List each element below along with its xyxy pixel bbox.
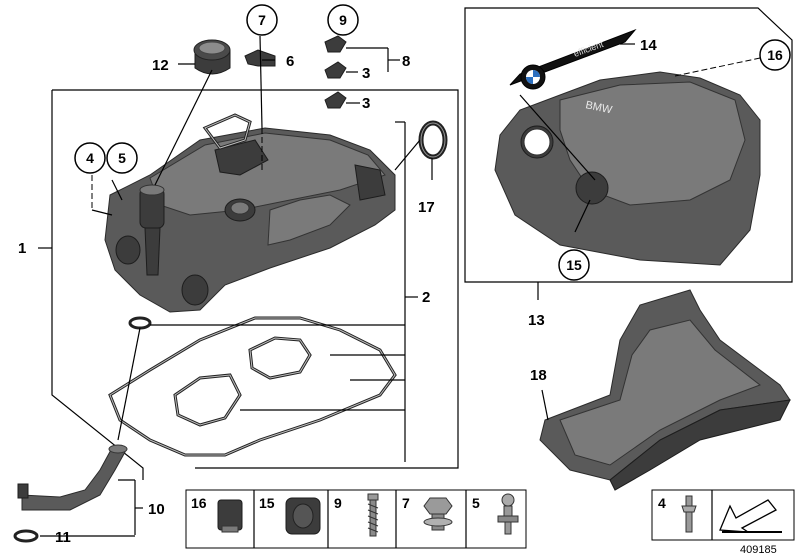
breather-hose <box>17 444 128 511</box>
o-ring <box>128 316 152 330</box>
heat-shield-18 <box>539 289 791 491</box>
leader-lines <box>38 35 761 537</box>
clip-9 <box>324 35 347 53</box>
rubber-mount-icon <box>285 497 321 535</box>
callout-13: 13 <box>528 312 545 329</box>
callout-14: 14 <box>640 37 657 54</box>
legend-label-7: 7 <box>402 495 410 511</box>
oil-filler-cap <box>193 39 231 75</box>
screw-icon <box>367 493 379 537</box>
reference-arrow-icon <box>719 499 782 533</box>
hex-bolt-icon <box>423 497 453 531</box>
callouts: 1 2 3 3 6 8 12 17 10 11 13 14 18 4 5 7 9… <box>18 4 791 546</box>
callout-6: 6 <box>286 53 294 70</box>
stud-bolt-icon <box>681 495 697 533</box>
gasket-7 <box>202 113 252 150</box>
callout-7: 7 <box>258 12 266 28</box>
callout-3a: 3 <box>362 65 370 82</box>
clip-3a <box>324 61 347 79</box>
engine-cover-frame <box>464 7 793 283</box>
callout-16: 16 <box>767 47 783 63</box>
gasket-set <box>108 316 397 457</box>
callout-18: 18 <box>530 367 547 384</box>
assembly-frame <box>51 89 459 480</box>
callout-2: 2 <box>422 289 430 306</box>
callout-5: 5 <box>118 150 126 166</box>
callout-1: 1 <box>18 240 26 257</box>
callout-15: 15 <box>566 257 582 273</box>
callout-12: 12 <box>152 57 169 74</box>
legend-label-16: 16 <box>191 495 207 511</box>
callout-10: 10 <box>148 501 165 518</box>
legend-right: 4 <box>651 489 795 541</box>
engine-cover: BMW <box>494 71 761 266</box>
legend-label-5: 5 <box>472 495 480 511</box>
legend-label-4: 4 <box>658 495 666 511</box>
legend-label-15: 15 <box>259 495 275 511</box>
legend-strip: 16 15 9 7 5 <box>185 489 527 549</box>
bmw-emblem <box>520 64 546 90</box>
callout-8: 8 <box>402 53 410 70</box>
clip-3b <box>324 91 347 109</box>
callout-11: 11 <box>55 529 71 546</box>
valve-cover <box>104 127 396 313</box>
o-ring-11 <box>13 529 39 543</box>
diagram-id: 409185 <box>740 544 777 556</box>
callout-3b: 3 <box>362 95 370 112</box>
callout-9: 9 <box>339 12 347 28</box>
callout-17: 17 <box>418 199 435 216</box>
callout-4: 4 <box>86 150 94 166</box>
legend-label-9: 9 <box>334 495 342 511</box>
ball-stud-icon <box>497 493 519 535</box>
cover-lettering: BMW <box>584 99 613 116</box>
seal-ring-17 <box>418 120 448 160</box>
